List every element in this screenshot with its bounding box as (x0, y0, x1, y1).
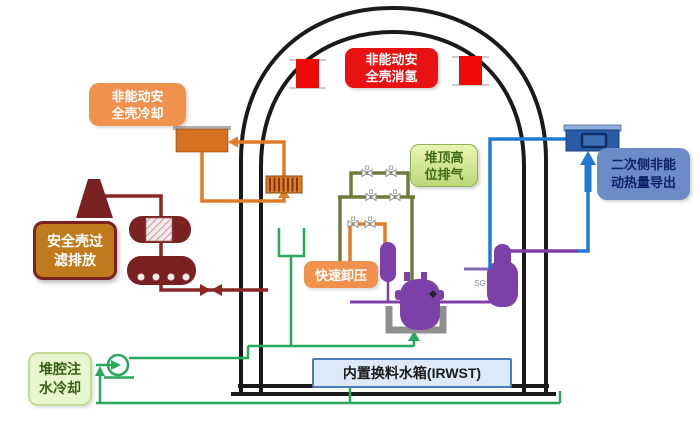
flow-arrow-icon (228, 136, 238, 148)
label-line: 内置换料水箱(IRWST) (342, 365, 482, 381)
filter-port (182, 273, 190, 281)
high-point-vent-system (338, 165, 415, 281)
primary-circuit (350, 242, 579, 330)
label-line: 位排气 (424, 166, 464, 182)
valve-icon (200, 284, 211, 296)
label-cavity-injection-cooling: 堆腔注 水冷却 (28, 352, 92, 406)
passive-containment-cooling-system (173, 126, 303, 203)
rpv-head-nozzle (421, 272, 427, 281)
heat-exchanger-fins (269, 177, 298, 192)
pump-discharge-pipe (129, 346, 250, 360)
label-filtered-venting: 安全壳过 滤排放 (33, 221, 117, 280)
pcc-return-pipe (236, 140, 286, 176)
shr-heat-exchanger (580, 132, 608, 149)
vent-stack-chimney (76, 179, 113, 218)
filter-port (137, 273, 145, 281)
label-line: 全壳冷却 (111, 105, 164, 121)
hydrogen-recombiner-right (459, 56, 482, 85)
filter-port (152, 273, 160, 281)
label-secondary-heat-removal: 二次侧非能 动热量导出 (597, 148, 690, 200)
condensate-return-pipe (488, 137, 567, 269)
label-line: 水冷却 (39, 380, 81, 396)
label-line: 堆顶高 (424, 149, 464, 165)
filter-element (145, 217, 173, 242)
depressurization-pipe (348, 222, 387, 262)
filter-port (167, 273, 175, 281)
flow-arrow-icon (408, 331, 420, 341)
label-line: 安全壳过 (47, 232, 103, 249)
label-line: 动热量导出 (610, 175, 676, 190)
flow-arrow-icon (580, 151, 596, 165)
hydrogen-recombiner-left (296, 59, 319, 88)
label-line: 非能动安 (365, 52, 418, 67)
vent-loop-upper (349, 171, 410, 196)
pcc-tank-lid (173, 126, 231, 130)
containment-outer-wall (239, 5, 548, 392)
secondary-heat-removal-system (488, 124, 622, 269)
steam-generator (487, 261, 518, 307)
cavity-injection-system (95, 228, 562, 405)
filtered-venting-system (76, 179, 268, 296)
label-high-point-vent: 堆顶高 位排气 (410, 144, 478, 187)
valve-icon (211, 284, 222, 296)
pressurizer (380, 242, 396, 282)
label-passive-containment-cooling: 非能动安 全壳冷却 (89, 83, 186, 126)
steam-line (501, 249, 579, 258)
label-rapid-depressurization: 快速卸压 (304, 261, 378, 288)
rapid-depressurization-system (347, 216, 387, 262)
label-line: 滤排放 (54, 251, 96, 268)
pcc-water-tank (175, 128, 229, 153)
reactor-cavity (385, 306, 447, 334)
filter-vessel-2 (127, 256, 196, 285)
label-line: 快速卸压 (314, 268, 367, 283)
label-irwst: 内置换料水箱(IRWST) (312, 358, 512, 388)
containment-inner-wall (259, 29, 526, 392)
rpv-head-nozzle (404, 272, 410, 281)
vent-valve-mark (429, 290, 437, 298)
label-line: 二次侧非能 (610, 157, 676, 172)
hydrogen-recombiners (289, 56, 489, 89)
label-line: SG (474, 278, 486, 288)
pcc-supply-pipe (200, 152, 286, 203)
label-line: 堆腔注 (39, 361, 81, 377)
label-line: 全壳消氢 (365, 69, 418, 84)
flow-arrow-icon (111, 360, 121, 370)
drain-tank (277, 228, 306, 258)
label-line: 非能动安 (111, 88, 164, 104)
reactor-pressure-vessel (400, 279, 440, 330)
flow-arrow-icon (95, 366, 105, 376)
steam-riser-pipe (578, 190, 590, 253)
label-hydrogen-removal: 非能动安 全壳消氢 (345, 48, 438, 88)
steam-generator-tag: SG (471, 278, 489, 288)
